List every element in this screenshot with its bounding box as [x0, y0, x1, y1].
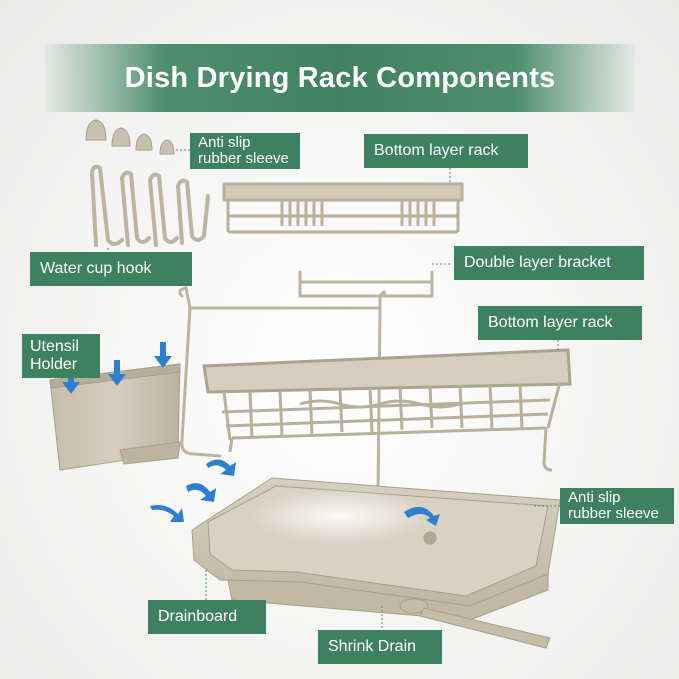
label-double-layer-bracket: Double layer bracket: [454, 246, 644, 280]
label-bottom-layer-rack-mid: Bottom layer rack: [478, 306, 642, 340]
label-shrink-drain: Shrink Drain: [318, 630, 442, 664]
title-banner: Dish Drying Rack Components: [45, 44, 635, 112]
bottom-layer-rack: [202, 348, 572, 472]
drainboard-tray: [191, 477, 561, 621]
label-anti-slip-sleeve-top: Anti slip rubber sleeve: [190, 133, 300, 169]
label-water-cup-hook: Water cup hook: [30, 252, 192, 286]
cup-hook-icon: [89, 164, 210, 247]
arrow-icon: [62, 342, 440, 526]
shrink-drain: [399, 598, 551, 649]
label-bottom-layer-rack-top: Bottom layer rack: [364, 134, 528, 168]
label-anti-slip-sleeve-right: Anti slip rubber sleeve: [560, 488, 674, 524]
top-layer-rack: [222, 182, 464, 234]
double-layer-bracket: [178, 270, 434, 498]
label-utensil-holder: Utensil Holder: [22, 334, 100, 378]
rubber-sleeve-icon: [85, 119, 175, 155]
utensil-holder: [49, 363, 181, 471]
page-title: Dish Drying Rack Components: [124, 61, 556, 94]
label-drainboard: Drainboard: [148, 600, 266, 634]
